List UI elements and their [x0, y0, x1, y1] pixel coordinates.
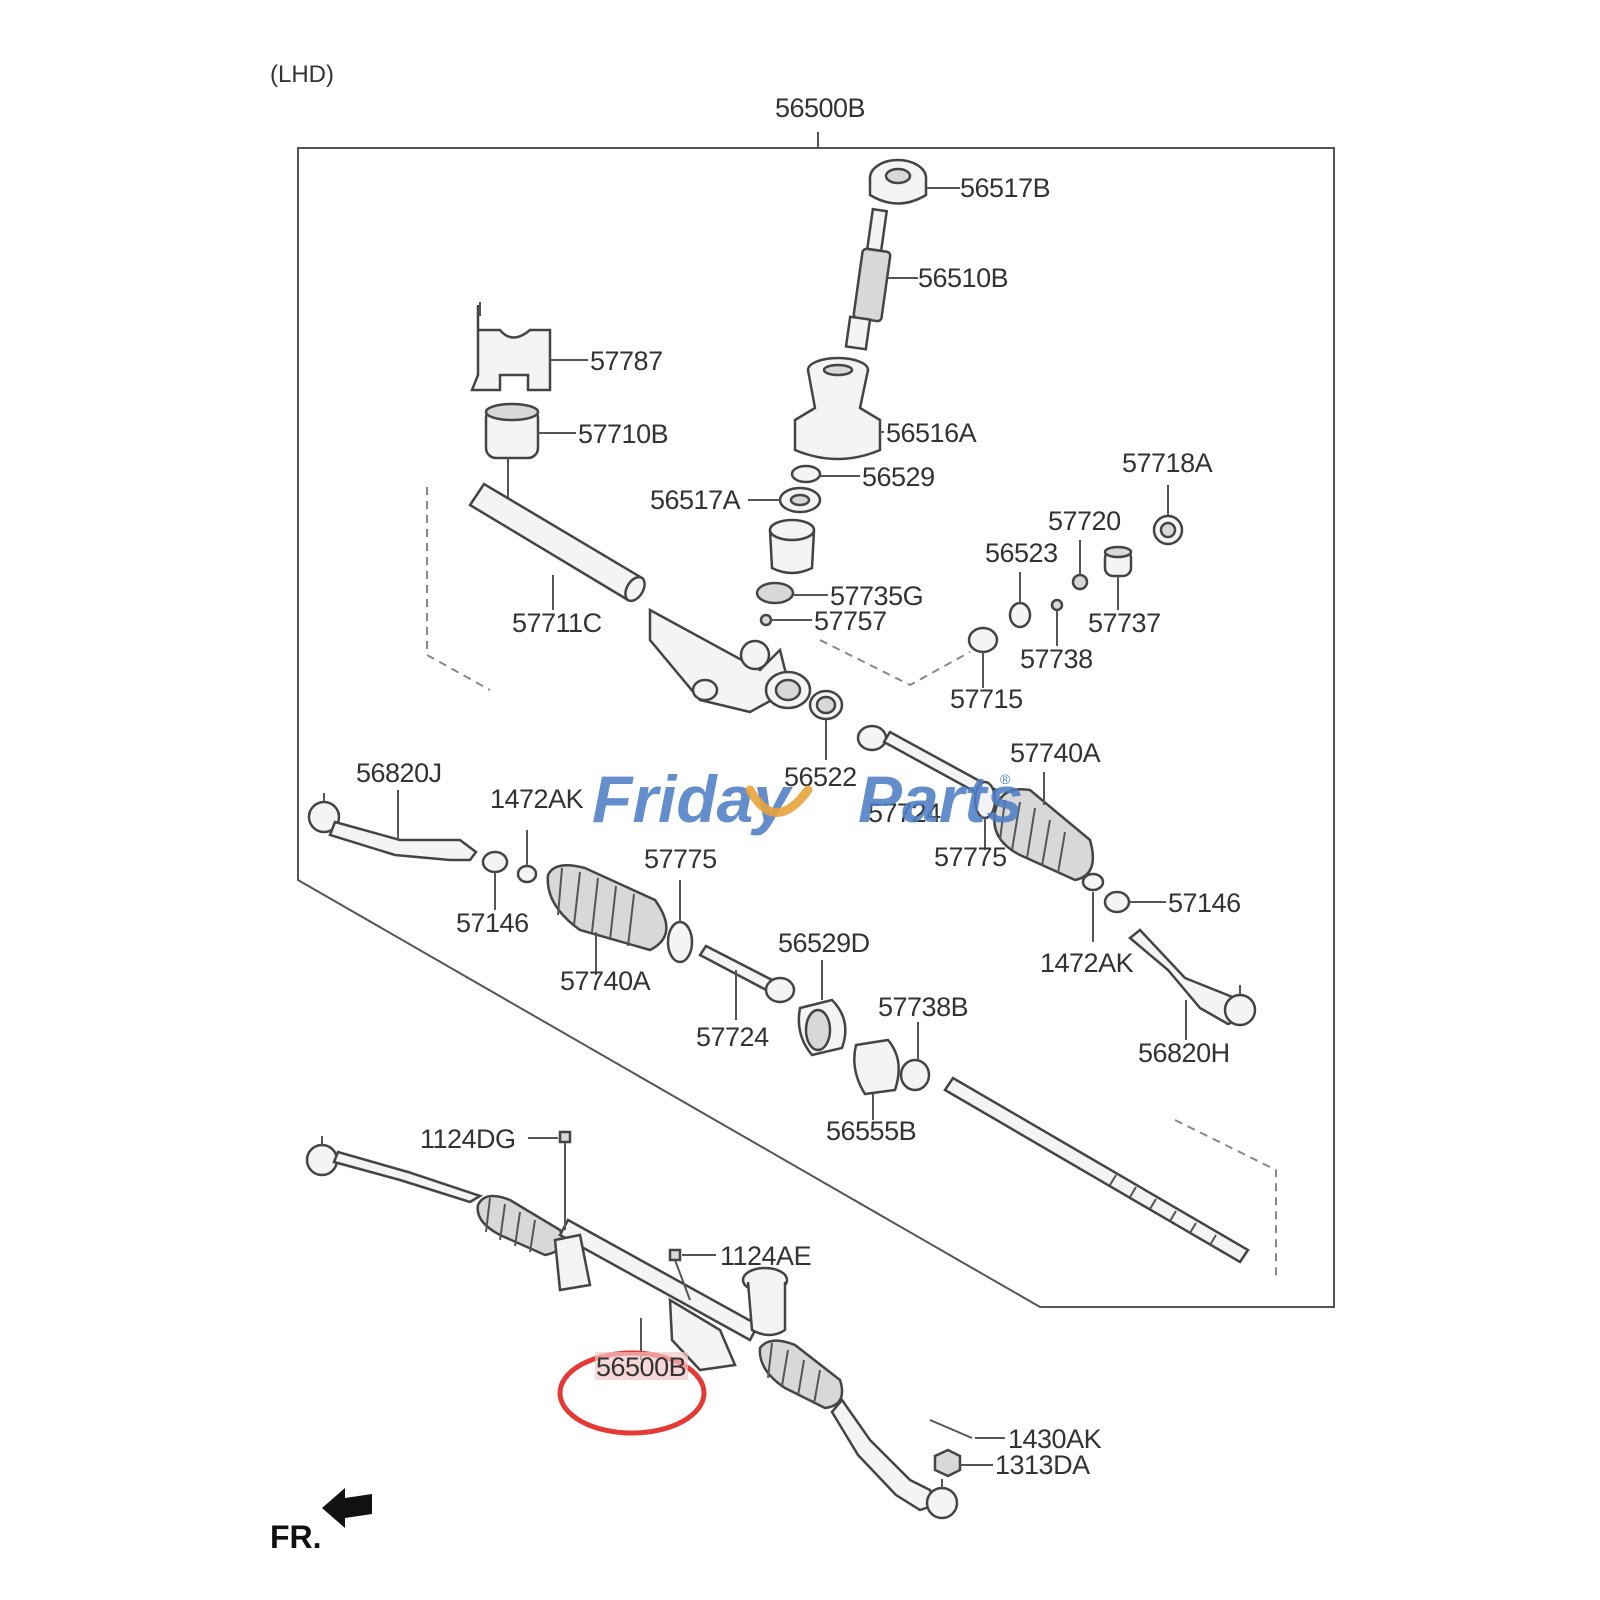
part-56510b-pinion-shaft — [844, 207, 892, 351]
label-57740a-left: 57740A — [560, 966, 651, 996]
part-57724-lower-inner-tie-rod — [698, 944, 796, 1004]
part-56517b-cap — [868, 158, 928, 205]
label-1472ak-left: 1472AK — [490, 784, 584, 814]
part-57738b-ring — [899, 1058, 931, 1092]
part-rack-housing — [648, 607, 812, 714]
part-57146-right-nut — [1103, 890, 1131, 914]
part-57740a-right-boot — [993, 788, 1095, 882]
part-56820h-right-tie-rod-end — [1128, 928, 1257, 1027]
dashed-guide-center — [819, 639, 971, 687]
dashed-guide-right — [1174, 1119, 1277, 1280]
label-57738: 57738 — [1020, 644, 1093, 674]
part-56529d-bushing — [797, 998, 847, 1057]
label-57775-left: 57775 — [644, 844, 717, 874]
part-56522-ring — [808, 689, 844, 721]
watermark-registered-mark: ® — [1000, 771, 1011, 787]
label-57740a-right: 57740A — [1010, 738, 1101, 768]
part-57724-upper-inner-tie-rod — [856, 724, 998, 802]
part-1472ak-left-clip — [516, 864, 538, 884]
front-direction-arrow-icon — [322, 1488, 372, 1528]
label-56523: 56523 — [985, 538, 1058, 568]
part-57757 — [759, 613, 773, 627]
label-56555b: 56555B — [826, 1116, 916, 1146]
label-57724-lower: 57724 — [696, 1022, 769, 1052]
part-57710b-bushing — [484, 402, 540, 460]
watermark-text-friday: Friday — [592, 762, 793, 836]
watermark-text-parts: Parts — [858, 762, 1023, 836]
label-57710b: 57710B — [578, 419, 668, 449]
watermark-swoosh-icon — [745, 785, 813, 817]
part-56820j-left-tie-rod-end — [307, 793, 478, 862]
part-1124dg-bolt — [558, 1130, 572, 1230]
label-56529: 56529 — [862, 462, 935, 492]
label-57737: 57737 — [1088, 608, 1161, 638]
label-57146-right: 57146 — [1168, 888, 1241, 918]
label-57775-right: 57775 — [934, 842, 1007, 872]
label-1124dg: 1124DG — [420, 1124, 516, 1154]
label-1124ae: 1124AE — [720, 1241, 811, 1271]
label-57738b: 57738B — [878, 992, 968, 1022]
dashed-guide-left — [426, 487, 491, 691]
label-56529d: 56529D — [778, 928, 870, 958]
part-56529-ring — [790, 464, 822, 484]
part-57715-plug — [967, 626, 999, 654]
label-57757: 57757 — [814, 606, 887, 636]
label-57711c: 57711C — [512, 608, 602, 638]
label-56517b: 56517B — [960, 173, 1050, 203]
part-56516a-housing — [793, 356, 882, 461]
label-56510b: 56510B — [918, 263, 1008, 293]
label-57715: 57715 — [950, 684, 1023, 714]
part-57718a-ring — [1152, 514, 1184, 546]
highlight-label-bg — [595, 1352, 688, 1380]
label-1472ak-right: 1472AK — [1040, 948, 1134, 978]
part-57787-bracket — [470, 302, 552, 392]
part-1124ae-bolt — [668, 1248, 691, 1301]
label-56516a: 56516A — [886, 418, 977, 448]
label-57720: 57720 — [1048, 506, 1121, 536]
label-57146-left: 57146 — [456, 908, 529, 938]
label-57735g: 57735G — [830, 581, 923, 611]
label-56517a: 56517A — [650, 485, 741, 515]
part-57738 — [1050, 598, 1064, 612]
label-56522: 56522 — [784, 762, 857, 792]
assembly-label: 56500B — [775, 93, 865, 123]
part-bearing-cup — [768, 518, 816, 575]
part-57775-left-ring — [666, 920, 694, 964]
variant-label: (LHD) — [270, 61, 334, 88]
part-56523-oring — [1008, 601, 1032, 629]
part-57146-left-nut — [481, 850, 509, 874]
part-57720 — [1071, 573, 1089, 591]
label-1313da: 1313DA — [995, 1450, 1090, 1480]
label-56500b-assembly: 56500B — [596, 1352, 686, 1382]
watermark-logo: Friday Parts ® — [592, 762, 1023, 836]
part-57737-cap — [1103, 545, 1133, 578]
front-direction-label: FR. — [270, 1519, 322, 1555]
label-56820j: 56820J — [356, 758, 442, 788]
label-1430ak: 1430AK — [1008, 1424, 1102, 1454]
part-57740a-left-boot — [546, 863, 668, 952]
part-1430ak-pin — [929, 1419, 973, 1439]
label-56820h: 56820H — [1138, 1038, 1230, 1068]
part-1313da-nut — [933, 1448, 962, 1478]
part-rack-bar — [943, 1076, 1250, 1264]
label-57787: 57787 — [590, 346, 663, 376]
part-56500b-complete-assembly — [305, 1136, 959, 1520]
label-57718a: 57718A — [1122, 448, 1213, 478]
part-57735g-ring — [755, 581, 795, 605]
label-57724-upper: 57724 — [868, 798, 941, 828]
assembly-frame — [297, 147, 1335, 1308]
part-56555b-bushing — [853, 1038, 900, 1096]
part-57711c-tube — [468, 482, 646, 603]
part-1472ak-right-clip — [1081, 872, 1105, 892]
part-56517a-bearing — [778, 486, 822, 514]
